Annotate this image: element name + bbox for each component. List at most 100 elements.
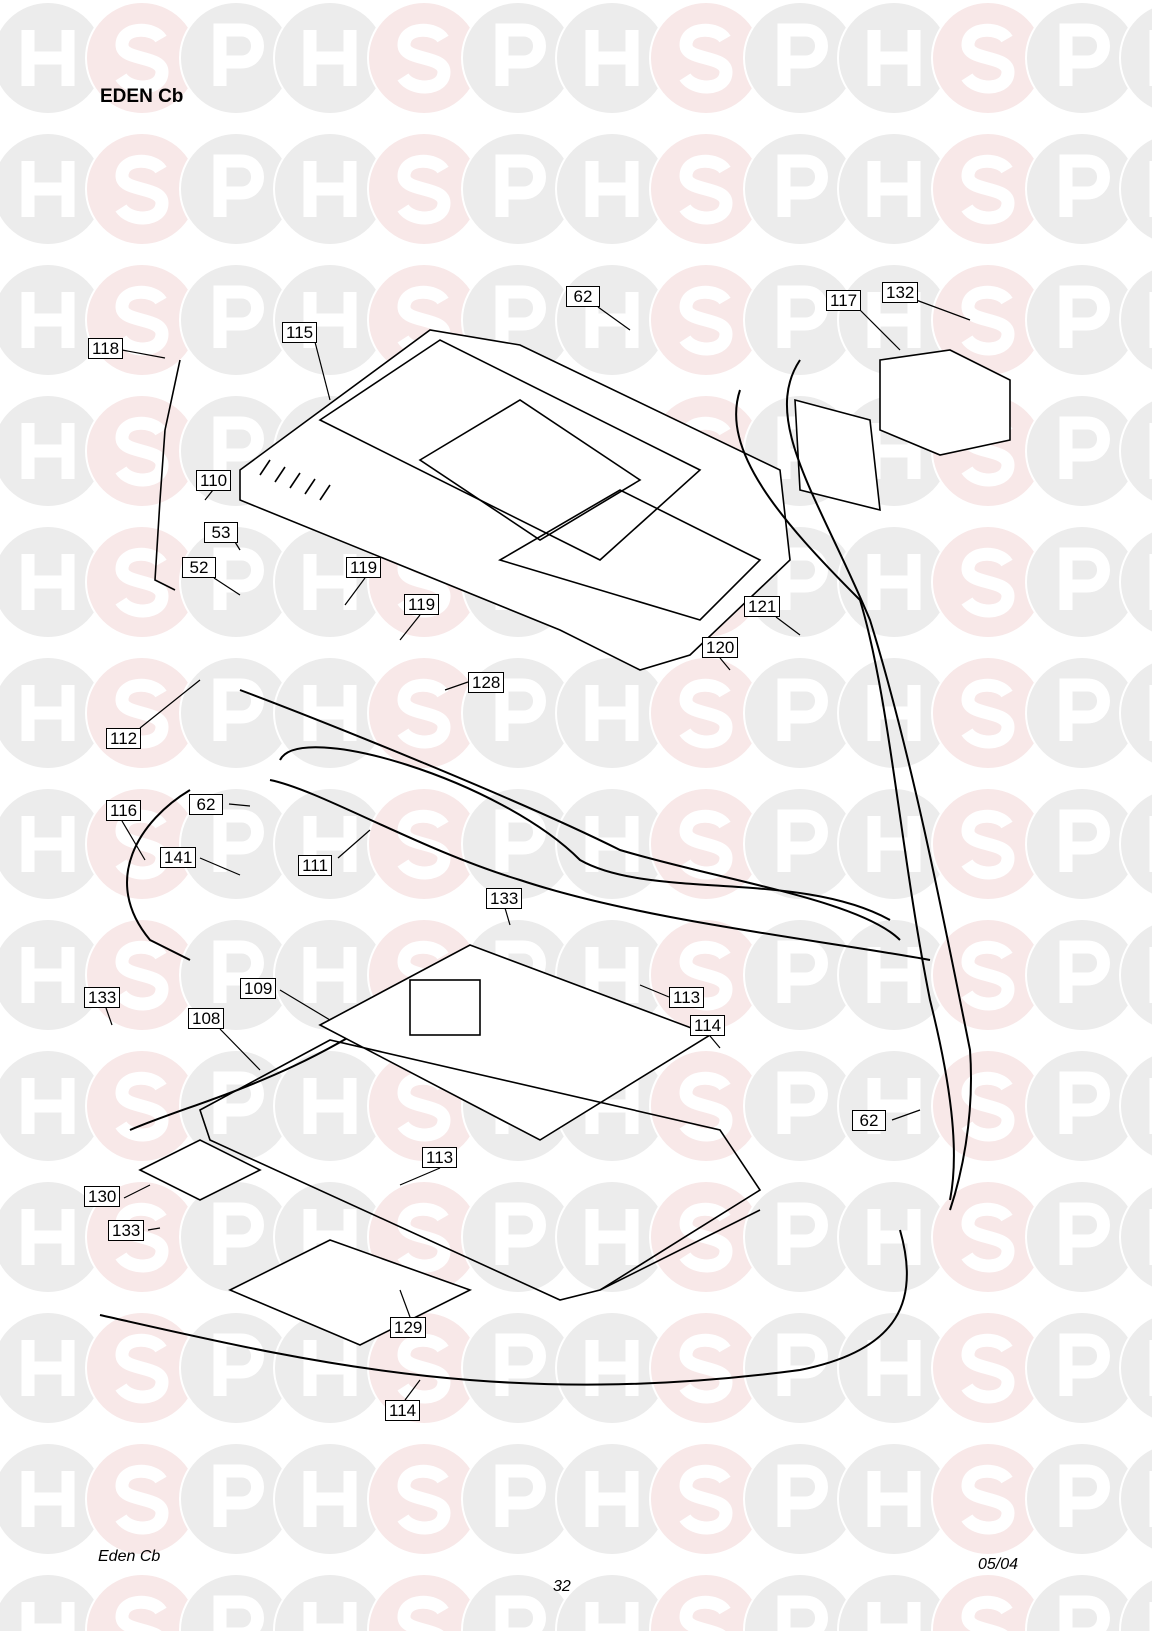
watermark-letter-shape — [777, 678, 828, 741]
watermark-letter-shape — [961, 23, 1015, 94]
callout-110: 110 — [196, 470, 232, 491]
watermark-letter-shape — [1059, 1595, 1110, 1631]
callout-52: 52 — [182, 557, 216, 578]
watermark-letter-shape — [303, 1340, 357, 1396]
watermark-circle — [1119, 923, 1152, 1027]
watermark-circle — [1119, 6, 1152, 110]
watermark-letter-shape — [961, 940, 1015, 1011]
watermark-circle — [1119, 792, 1152, 896]
watermark-letter-shape — [585, 1471, 639, 1527]
callout-62: 62 — [852, 1110, 886, 1131]
watermark-letter-shape — [213, 1333, 264, 1396]
watermark-letter-shape — [115, 1595, 167, 1631]
watermark-letter-shape — [777, 1071, 828, 1134]
watermark-letter-shape — [397, 154, 451, 225]
watermark-letter-shape — [1059, 809, 1110, 872]
watermark-letter-shape — [1059, 1464, 1110, 1527]
watermark-letter-shape — [397, 23, 451, 94]
watermark-letter-shape — [495, 23, 546, 86]
watermark-letter-shape — [679, 1071, 733, 1142]
watermark-letter-shape — [585, 1602, 639, 1631]
callout-114: 114 — [690, 1015, 726, 1036]
callout-133: 133 — [84, 987, 121, 1008]
main-pcb-109 — [318, 944, 712, 1141]
watermark-letter-shape — [21, 30, 75, 86]
watermark-letter-shape — [303, 1471, 357, 1527]
watermark-letter-shape — [303, 1602, 357, 1631]
watermark-letter-shape — [303, 161, 357, 217]
callout-133: 133 — [486, 888, 523, 909]
watermark-letter-shape — [213, 1202, 264, 1265]
watermark-letter-shape — [585, 816, 639, 872]
watermark-letter-shape — [867, 1471, 921, 1527]
callout-132: 132 — [882, 282, 919, 303]
watermark-letter-shape — [495, 678, 546, 741]
footer-date: 05/04 — [978, 1556, 1019, 1573]
watermark-letter-shape — [115, 416, 169, 487]
watermark-letter-shape — [585, 1209, 639, 1265]
watermark-circle — [1119, 661, 1152, 765]
callout-62: 62 — [566, 286, 600, 307]
callout-120: 120 — [702, 637, 739, 658]
watermark-letter-shape — [867, 1209, 921, 1265]
watermark-letter-shape — [585, 685, 639, 741]
watermark-letter-shape — [495, 285, 546, 348]
watermark-letter-shape — [1059, 547, 1110, 610]
watermark-letter-shape — [679, 285, 733, 356]
watermark-letter-shape — [777, 154, 828, 217]
watermark-letter-shape — [679, 940, 733, 1011]
watermark-letter-shape — [115, 1464, 169, 1535]
watermark-letter-shape — [21, 816, 75, 872]
watermark-letter-shape — [213, 416, 264, 479]
watermark-letter-shape — [495, 1202, 546, 1265]
watermark-letter-shape — [679, 1595, 731, 1631]
watermark-letter-shape — [115, 154, 169, 225]
watermark-letter-shape — [213, 23, 264, 86]
callout-119: 119 — [346, 557, 382, 578]
electrode-lead-118 — [154, 359, 181, 591]
watermark-letter-shape — [679, 154, 733, 225]
callout-113: 113 — [669, 987, 705, 1008]
watermark-letter-shape — [397, 678, 451, 749]
watermark-letter-shape — [303, 685, 357, 741]
watermark-letter-shape — [961, 285, 1015, 356]
watermark-letter-shape — [21, 947, 75, 1003]
callout-109: 109 — [240, 978, 277, 999]
watermark-letter-shape — [495, 1595, 546, 1631]
callout-119: 119 — [404, 594, 440, 615]
watermark-letter-shape — [961, 1202, 1015, 1273]
watermark-letter-shape — [397, 1464, 451, 1535]
pcb-130 — [138, 1139, 262, 1201]
watermark-letter-shape — [303, 1078, 357, 1134]
watermark-letter-shape — [397, 1333, 451, 1404]
callout-129: 129 — [390, 1317, 427, 1338]
watermark-circle — [1119, 1054, 1152, 1158]
footer-model: Eden Cb — [98, 1548, 161, 1565]
watermark-letter-shape — [777, 1464, 828, 1527]
watermark-letter-shape — [21, 554, 75, 610]
watermark-letter-shape — [585, 161, 639, 217]
watermark-letter-shape — [679, 23, 733, 94]
watermark-letter-shape — [213, 678, 264, 741]
callout-117: 117 — [826, 290, 862, 311]
watermark-letter-shape — [867, 161, 921, 217]
watermark-letter-shape — [777, 1595, 828, 1631]
watermark-letter-shape — [1059, 23, 1110, 86]
watermark-letter-shape — [1059, 285, 1110, 348]
callout-121: 121 — [744, 596, 781, 617]
watermark-letter-shape — [21, 1471, 75, 1527]
watermark-letter-shape — [1059, 416, 1110, 479]
watermark-letter-shape — [961, 1464, 1015, 1535]
watermark-letter-shape — [495, 1333, 546, 1396]
watermark-circle — [1119, 1185, 1152, 1289]
callout-111: 111 — [298, 855, 332, 876]
watermark-letter-shape — [777, 809, 828, 872]
watermark-circle — [1119, 1578, 1152, 1631]
watermark-letter-shape — [213, 1464, 264, 1527]
watermark-letter-shape — [777, 1333, 828, 1396]
watermark-letter-shape — [777, 23, 828, 86]
callout-141: 141 — [160, 847, 197, 868]
watermark-letter-shape — [213, 154, 264, 217]
watermark-letter-shape — [213, 1071, 264, 1134]
callout-128: 128 — [468, 672, 505, 693]
